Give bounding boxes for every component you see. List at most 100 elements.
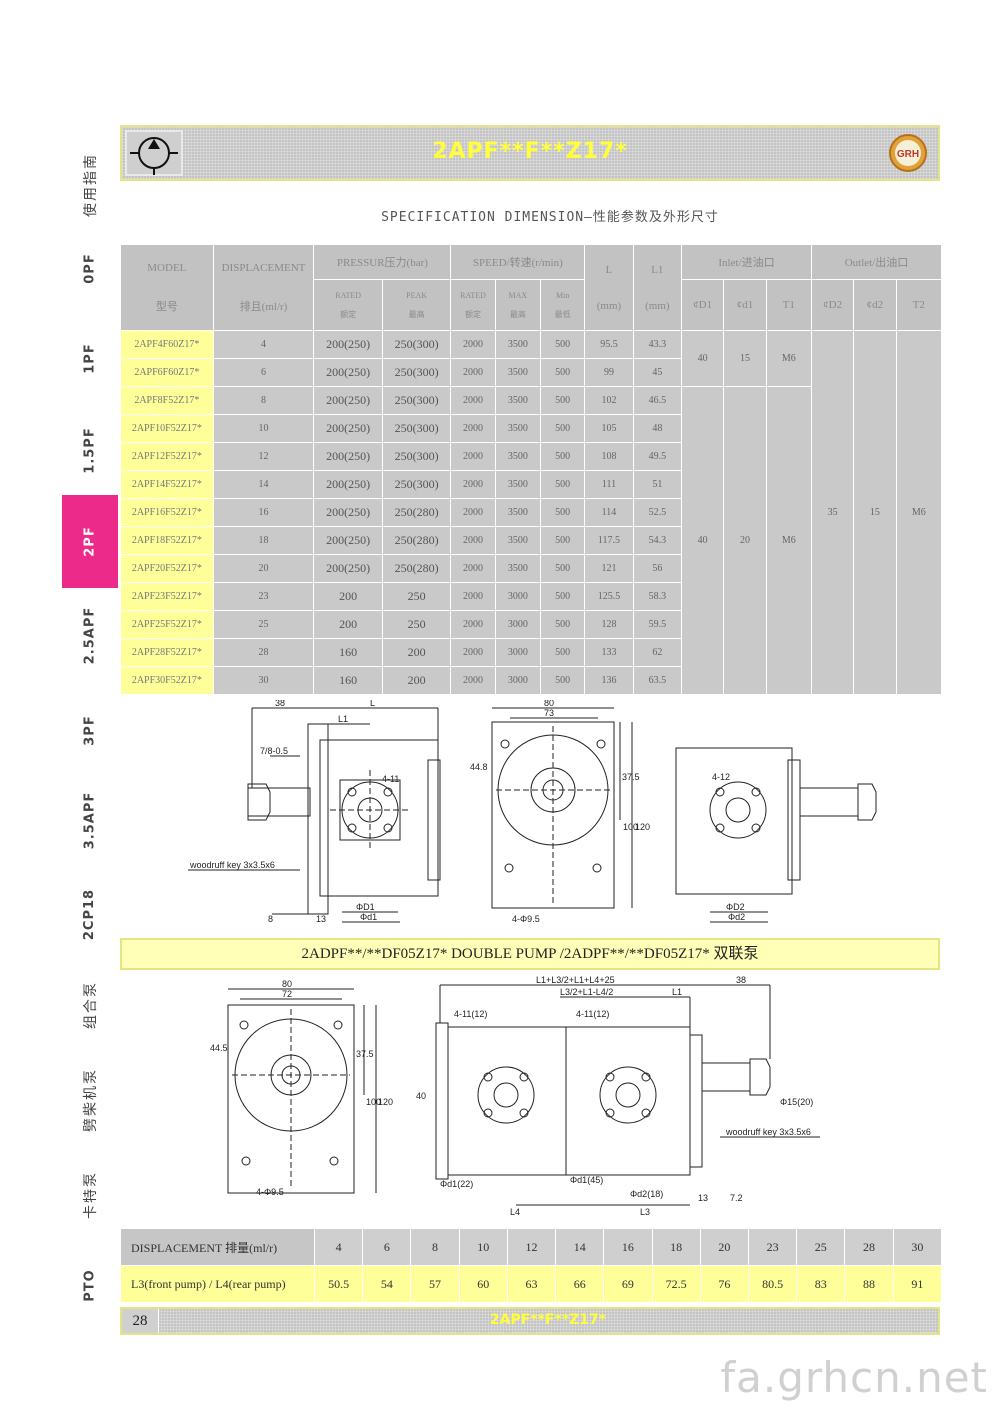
- model-cell: 2APF8F52Z17*: [120, 386, 214, 415]
- cell-p_peak: 250(300): [381, 442, 452, 471]
- cell-s_rated: 2000: [450, 442, 496, 471]
- cell-p_rated: 200(250): [313, 414, 383, 443]
- cell-s_max: 3000: [494, 610, 542, 639]
- cell-p_peak: 250(300): [381, 470, 452, 499]
- side-tab-11[interactable]: 卡特泵: [62, 1165, 118, 1225]
- side-tab-8[interactable]: 2CP18: [62, 884, 118, 944]
- side-tab-3[interactable]: 1.5PF: [62, 420, 118, 480]
- dim-d1-big: ΦD1: [356, 902, 375, 912]
- cell-s_min: 500: [539, 442, 586, 471]
- col-pressure: PRESSUR压力(bar): [313, 244, 452, 280]
- side-tab-6[interactable]: 3PF: [62, 700, 118, 760]
- cell-s_rated: 2000: [450, 330, 496, 359]
- dim-120: 120: [635, 822, 650, 832]
- cell-l: 105: [584, 414, 634, 443]
- side-tab-label: 1PF: [82, 342, 98, 374]
- model-cell: 2APF20F52Z17*: [120, 554, 214, 583]
- dim-l1: L1: [338, 714, 348, 724]
- cell-l: 114: [584, 498, 634, 527]
- inlet-cell: 40: [680, 330, 725, 387]
- section-subtitle: SPECIFICATION DIMENSION—性能参数及外形尺寸: [381, 210, 719, 225]
- single-pump-drawing: 38 L L1 7/8-0.5 woodruff key 3x3.5x6 8 1…: [120, 700, 940, 930]
- cell-s_rated: 2000: [450, 470, 496, 499]
- dim-d2-small: Φd2: [728, 912, 745, 922]
- model-cell: 2APF10F52Z17*: [120, 414, 214, 443]
- cell-l1: 48: [632, 414, 683, 443]
- side-tab-10[interactable]: 劈柴机泵: [62, 1060, 118, 1140]
- cell-s_max: 3500: [494, 414, 542, 443]
- dim2-445: 44.5: [210, 1043, 228, 1053]
- inlet-cell: M6: [765, 386, 812, 695]
- col-outlet: Outlet/出油口: [810, 244, 943, 280]
- side-tab-1[interactable]: 0PF: [62, 238, 118, 298]
- col-t1: T1: [765, 279, 812, 331]
- side-tab-label: 组合泵: [83, 981, 99, 1029]
- dim-thread: 7/8-0.5: [260, 746, 288, 756]
- side-tab-label: 2PF: [82, 526, 98, 557]
- side-tab-4[interactable]: 2PF: [62, 495, 118, 588]
- cell-l1: 52.5: [632, 498, 683, 527]
- col-l1: L1(mm): [632, 244, 683, 331]
- dim2-80: 80: [282, 979, 292, 989]
- dim-key: woodruff key 3x3.5x6: [189, 860, 275, 870]
- cell-s_rated: 2000: [450, 358, 496, 387]
- cell-p_rated: 200(250): [313, 442, 383, 471]
- length-cell: 57: [410, 1265, 460, 1303]
- side-tab-12[interactable]: PTO: [62, 1255, 118, 1315]
- cell-s_min: 500: [539, 526, 586, 555]
- cell-s_min: 500: [539, 470, 586, 499]
- cell-p_rated: 200(250): [313, 554, 383, 583]
- length-cell: 72.5: [651, 1265, 701, 1303]
- cell-p_rated: 160: [313, 638, 383, 667]
- disp-cell: 20: [699, 1228, 749, 1266]
- cell-s_rated: 2000: [450, 498, 496, 527]
- cell-l1: 43.3: [632, 330, 683, 359]
- dim-80: 80: [544, 700, 554, 708]
- col-speed: SPEED/转速(r/min): [450, 244, 586, 280]
- cell-l1: 54.3: [632, 526, 683, 555]
- disp-cell: 18: [651, 1228, 701, 1266]
- side-tab-9[interactable]: 组合泵: [62, 975, 118, 1035]
- row-label-displacement: DISPLACEMENT 排量(ml/r): [120, 1228, 315, 1266]
- disp-cell: 23: [747, 1228, 798, 1266]
- side-tab-label: 2CP18: [82, 888, 98, 940]
- dim-448: 44.8: [470, 762, 488, 772]
- model-cell: 2APF18F52Z17*: [120, 526, 214, 555]
- cell-s_min: 500: [539, 582, 586, 611]
- outlet-cell: 15: [853, 330, 897, 695]
- side-tab-label: 0PF: [82, 252, 98, 284]
- dim-375: 37.5: [622, 772, 640, 782]
- cell-l: 128: [584, 610, 634, 639]
- side-tab-7[interactable]: 3.5APF: [62, 790, 118, 850]
- model-cell: 2APF6F60Z17*: [120, 358, 214, 387]
- cell-l: 133: [584, 638, 634, 667]
- side-tab-5[interactable]: 2.5APF: [62, 605, 118, 665]
- cell-s_rated: 2000: [450, 414, 496, 443]
- inlet-cell: M6: [765, 330, 812, 387]
- side-tab-label: 卡特泵: [83, 1171, 99, 1219]
- length-cell: 76: [699, 1265, 749, 1303]
- dim-l: L: [370, 700, 375, 708]
- inlet-cell: 40: [680, 386, 725, 695]
- dim2-l1: L1: [672, 987, 682, 997]
- model-cell: 2APF28F52Z17*: [120, 638, 214, 667]
- model-cell: 2APF25F52Z17*: [120, 610, 214, 639]
- disp-cell: 28: [844, 1228, 894, 1266]
- cell-l: 117.5: [584, 526, 634, 555]
- side-tab-2[interactable]: 1PF: [62, 328, 118, 388]
- cell-p_peak: 250(300): [381, 386, 452, 415]
- length-cell: 50.5: [313, 1265, 364, 1303]
- disp-cell: 14: [555, 1228, 605, 1266]
- dim2-40: 40: [416, 1091, 426, 1101]
- disp-cell: 12: [506, 1228, 557, 1266]
- length-cell: 63: [506, 1265, 557, 1303]
- cell-s_max: 3500: [494, 526, 542, 555]
- dim2-375: 37.5: [356, 1049, 374, 1059]
- model-cell: 2APF12F52Z17*: [120, 442, 214, 471]
- cell-s_max: 3000: [494, 582, 542, 611]
